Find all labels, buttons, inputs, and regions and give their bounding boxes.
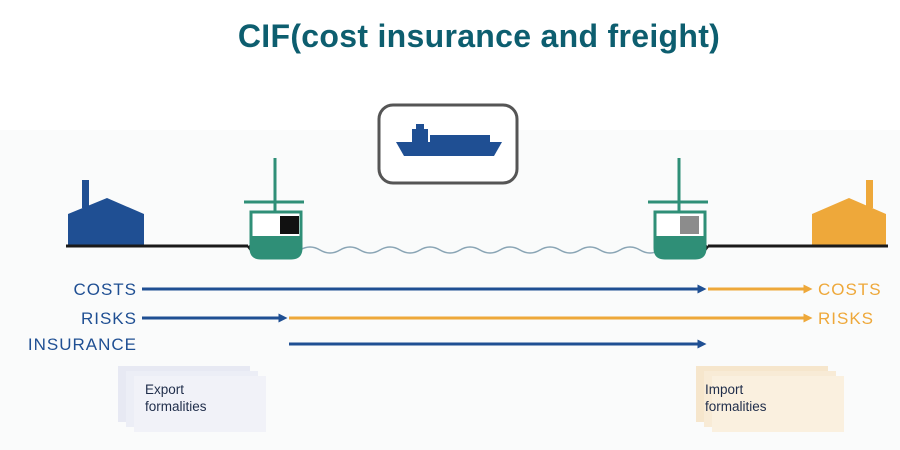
port-terminal-icon: [244, 158, 304, 258]
import-doc-line-2: formalities: [705, 399, 767, 414]
ship-box: [379, 105, 517, 183]
import-doc-line-1: Import: [705, 382, 744, 397]
export-doc-line-2: formalities: [145, 399, 207, 414]
ground-lines: [66, 246, 888, 256]
import-formalities-document: Import formalities: [696, 366, 844, 432]
costs-label-buyer: COSTS: [818, 280, 882, 299]
warehouse-icon: [812, 180, 886, 246]
port-terminal-icon: [648, 158, 708, 258]
risks-label-buyer: RISKS: [818, 309, 874, 328]
water-wave: [300, 247, 660, 253]
export-doc-line-1: Export: [145, 382, 184, 397]
factory-icon: [68, 180, 144, 246]
export-formalities-document: Export formalities: [118, 366, 266, 432]
risks-label-seller: RISKS: [81, 309, 137, 328]
insurance-label: INSURANCE: [28, 335, 137, 354]
costs-label-seller: COSTS: [73, 280, 137, 299]
